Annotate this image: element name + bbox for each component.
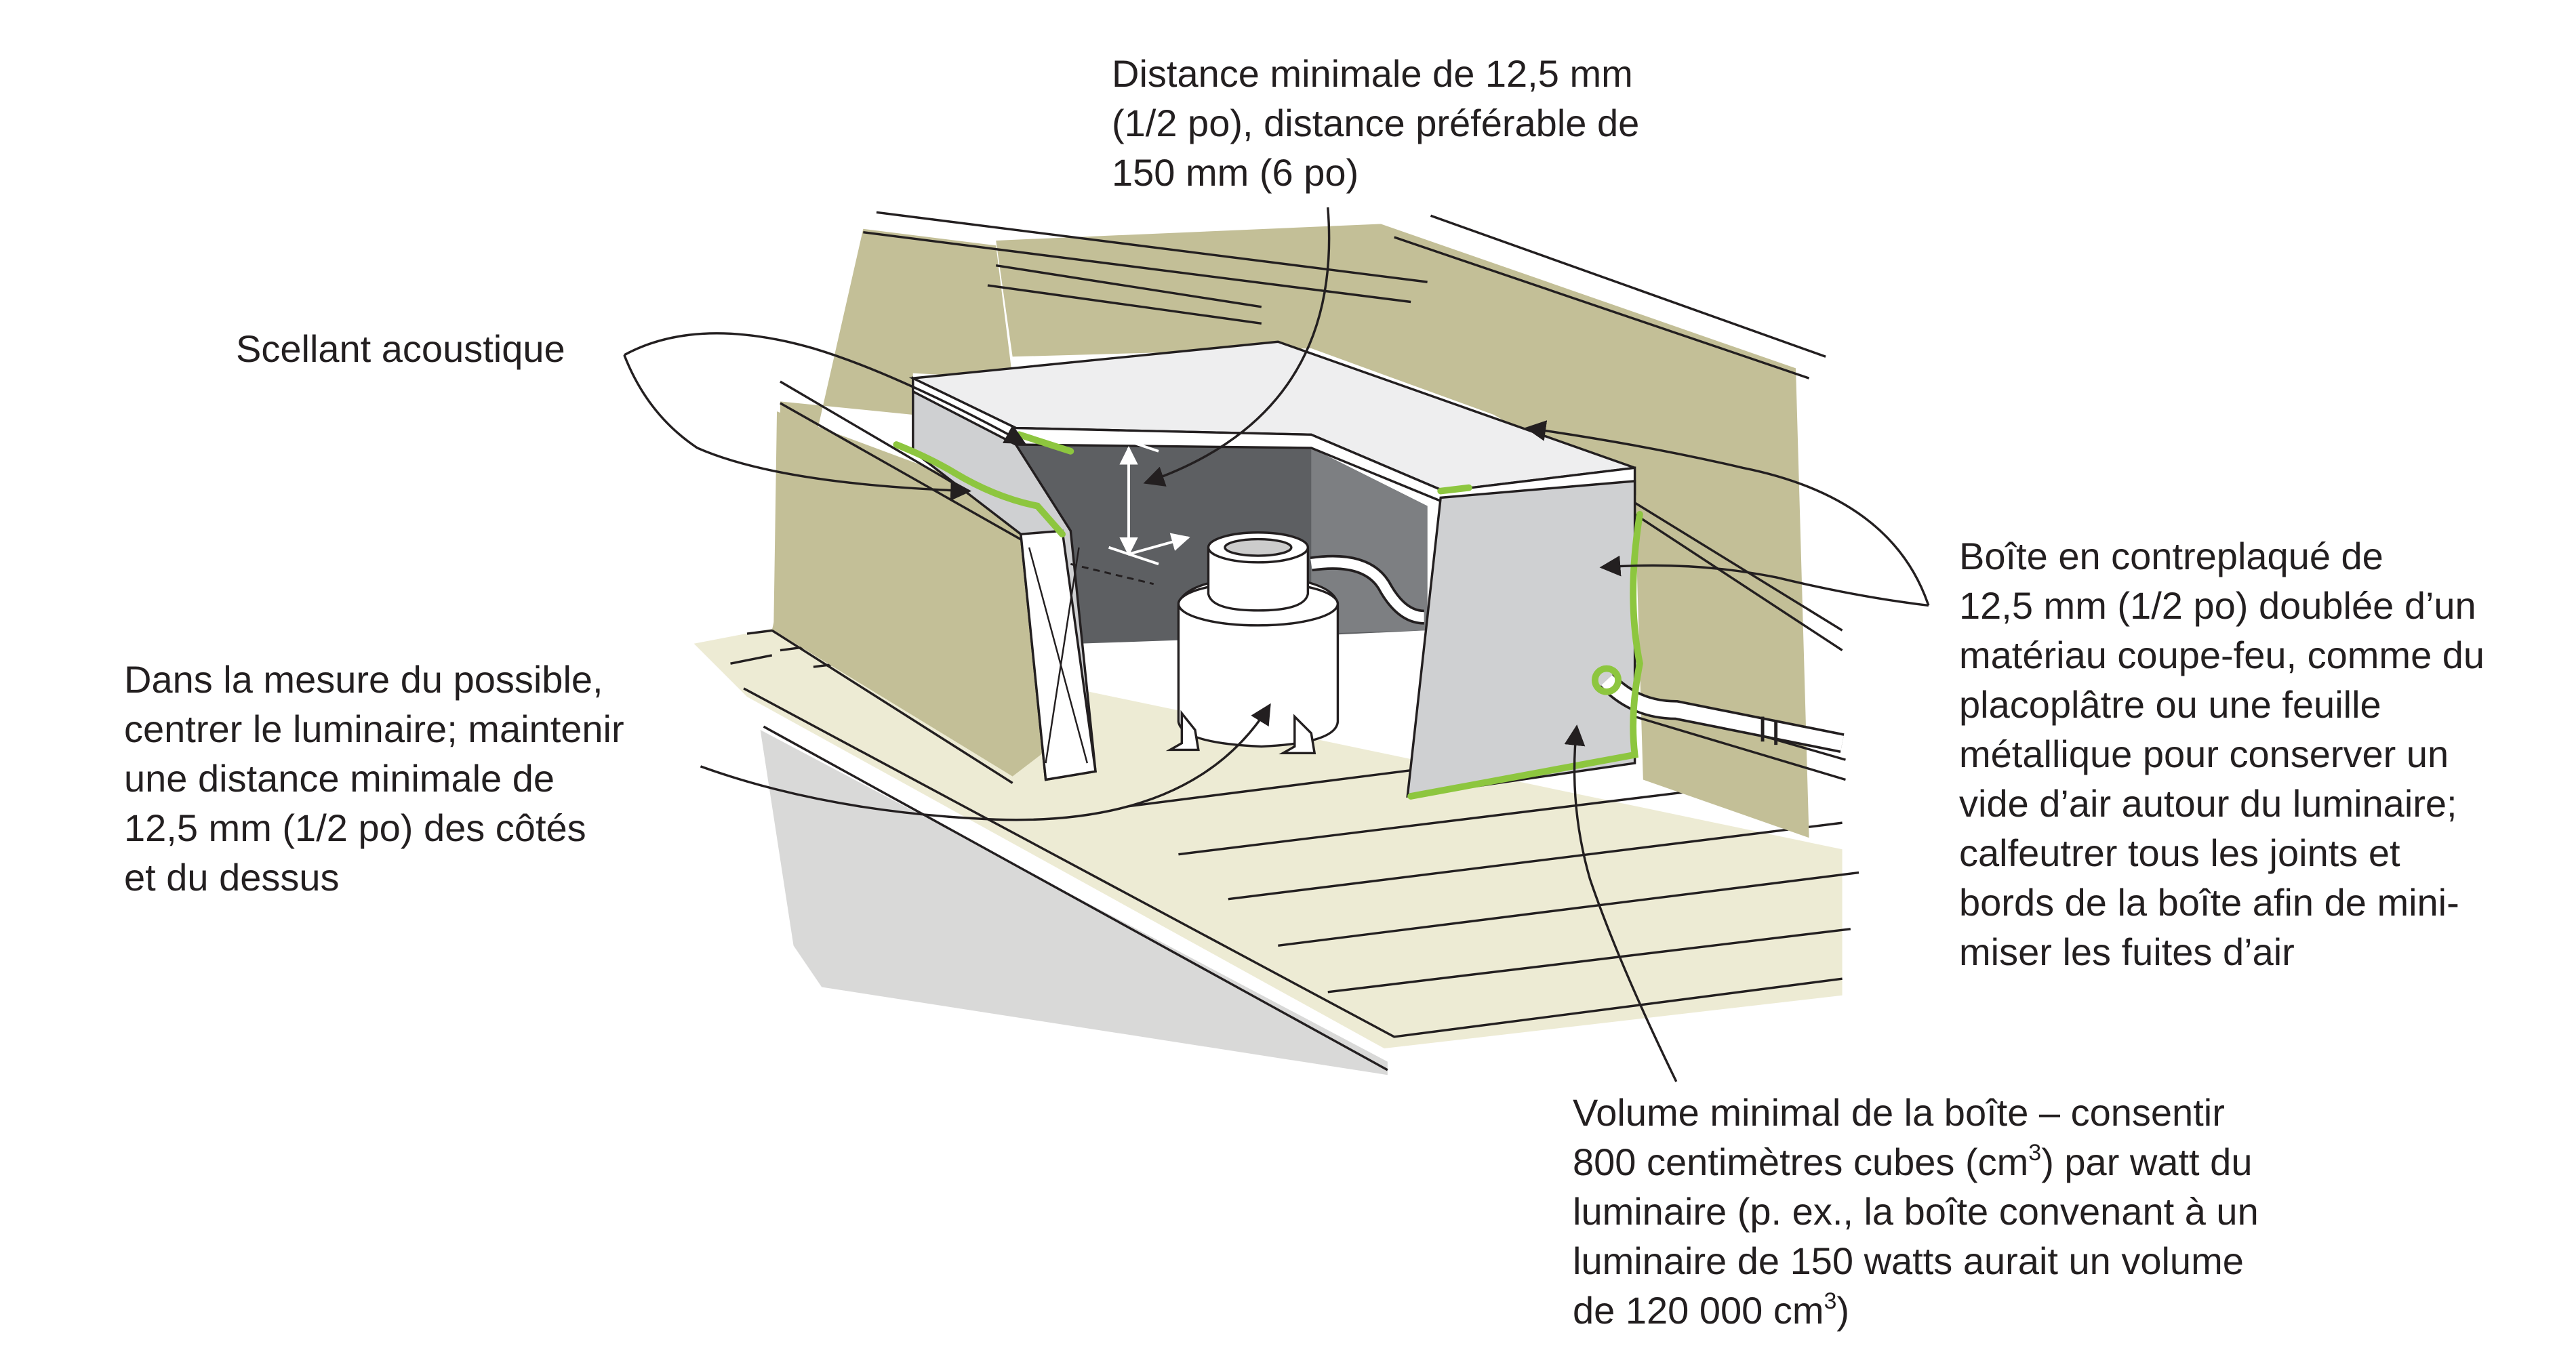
box-interior-right bbox=[1311, 447, 1428, 634]
label-line: bords de la boîte afin de mini- bbox=[1959, 881, 2459, 924]
label-minimum-volume: Volume minimal de la boîte – consentir 8… bbox=[1573, 1088, 2259, 1335]
label-line: 12,5 mm (1/2 po) des côtés bbox=[124, 806, 586, 849]
label-line: 150 mm (6 po) bbox=[1112, 151, 1359, 194]
floor-shadow bbox=[760, 730, 1388, 1076]
label-minimum-distance: Distance minimale de 12,5 mm (1/2 po), d… bbox=[1112, 49, 1639, 197]
back-wall-right bbox=[996, 224, 1809, 838]
superscript: 3 bbox=[2028, 1140, 2042, 1166]
label-line: de 120 000 cm3) bbox=[1573, 1286, 2259, 1335]
label-line: matériau coupe-feu, comme du bbox=[1959, 634, 2485, 676]
label-text: ) par watt du bbox=[2041, 1141, 2253, 1183]
box-right-panel bbox=[1406, 480, 1636, 798]
callout-leaders bbox=[623, 207, 1930, 1082]
conduit-connector bbox=[1760, 716, 1778, 745]
label-line: luminaire (p. ex., la boîte convenant à … bbox=[1573, 1190, 2259, 1233]
ceiling-joist-lines bbox=[771, 211, 1846, 784]
label-line: métallique pour conserver un bbox=[1959, 733, 2449, 775]
hidden-dimension-leader bbox=[1070, 562, 1154, 586]
label-line: miser les fuites d’air bbox=[1959, 930, 2295, 973]
fixture-cable-core bbox=[1310, 557, 1425, 622]
clearance-dimension-marks bbox=[1108, 433, 1190, 566]
label-line: centrer le luminaire; maintenir bbox=[124, 708, 624, 750]
label-line: Distance minimale de 12,5 mm bbox=[1112, 52, 1633, 95]
label-text: de 120 000 cm bbox=[1573, 1289, 1824, 1332]
label-line: Boîte en contreplaqué de bbox=[1959, 535, 2383, 577]
label-line: (1/2 po), distance préférable de bbox=[1112, 102, 1640, 144]
acoustic-sealant-beads bbox=[893, 431, 1643, 800]
superscript: 3 bbox=[1824, 1288, 1837, 1314]
label-line: et du dessus bbox=[124, 856, 340, 899]
box-left-panel-hatch bbox=[1028, 547, 1088, 764]
label-acoustic-sealant: Scellant acoustique bbox=[236, 324, 565, 373]
label-line: une distance minimale de bbox=[124, 757, 555, 800]
label-plywood-box: Boîte en contreplaqué de 12,5 mm (1/2 po… bbox=[1959, 531, 2484, 977]
label-text: 800 centimètres cubes (cm bbox=[1573, 1141, 2029, 1183]
label-line: calfeutrer tous les joints et bbox=[1959, 832, 2400, 874]
label-line: luminaire de 150 watts aurait un volume bbox=[1573, 1240, 2244, 1282]
back-wall-left bbox=[771, 228, 1013, 631]
label-line: Scellant acoustique bbox=[236, 327, 565, 370]
label-line: 800 centimètres cubes (cm3) par watt du bbox=[1573, 1137, 2259, 1187]
label-line: 12,5 mm (1/2 po) doublée d’un bbox=[1959, 584, 2476, 627]
label-center-fixture: Dans la mesure du possible, centrer le l… bbox=[124, 655, 624, 902]
label-text: ) bbox=[1836, 1289, 1850, 1332]
label-line: vide d’air autour du luminaire; bbox=[1959, 782, 2457, 825]
label-line: placoplâtre ou une feuille bbox=[1959, 683, 2381, 726]
light-fixture bbox=[1165, 531, 1340, 755]
label-line: Volume minimal de la boîte – consentir bbox=[1573, 1091, 2225, 1134]
label-line: Dans la mesure du possible, bbox=[124, 658, 603, 701]
